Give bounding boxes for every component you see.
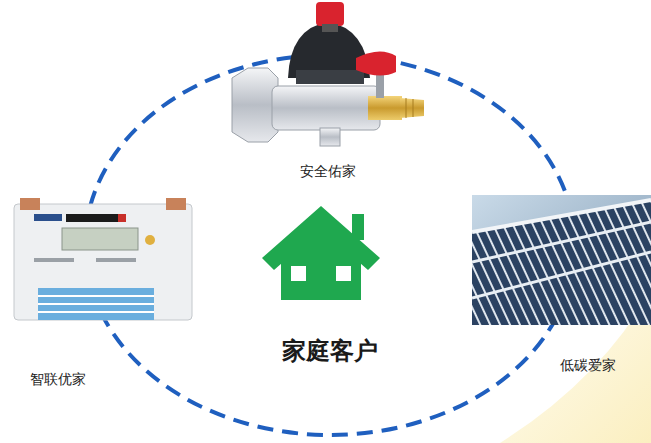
valve-illustration [232, 2, 424, 146]
node-caption: 安全佑家 [300, 163, 356, 180]
solar-heater-illustration [472, 195, 651, 325]
gas-meter-illustration [14, 198, 192, 320]
meter-card: 智联优家 [8, 195, 198, 400]
node-caption: 家庭客户 [282, 337, 378, 366]
customer-hub: 家庭客户 [250, 204, 410, 372]
node-caption: 低碳爱家 [560, 357, 616, 374]
house-icon [262, 206, 380, 300]
valve-card: 安全佑家 [228, 0, 428, 190]
node-caption: 智联优家 [30, 371, 86, 388]
solar-card: 低碳爱家 [470, 195, 651, 385]
